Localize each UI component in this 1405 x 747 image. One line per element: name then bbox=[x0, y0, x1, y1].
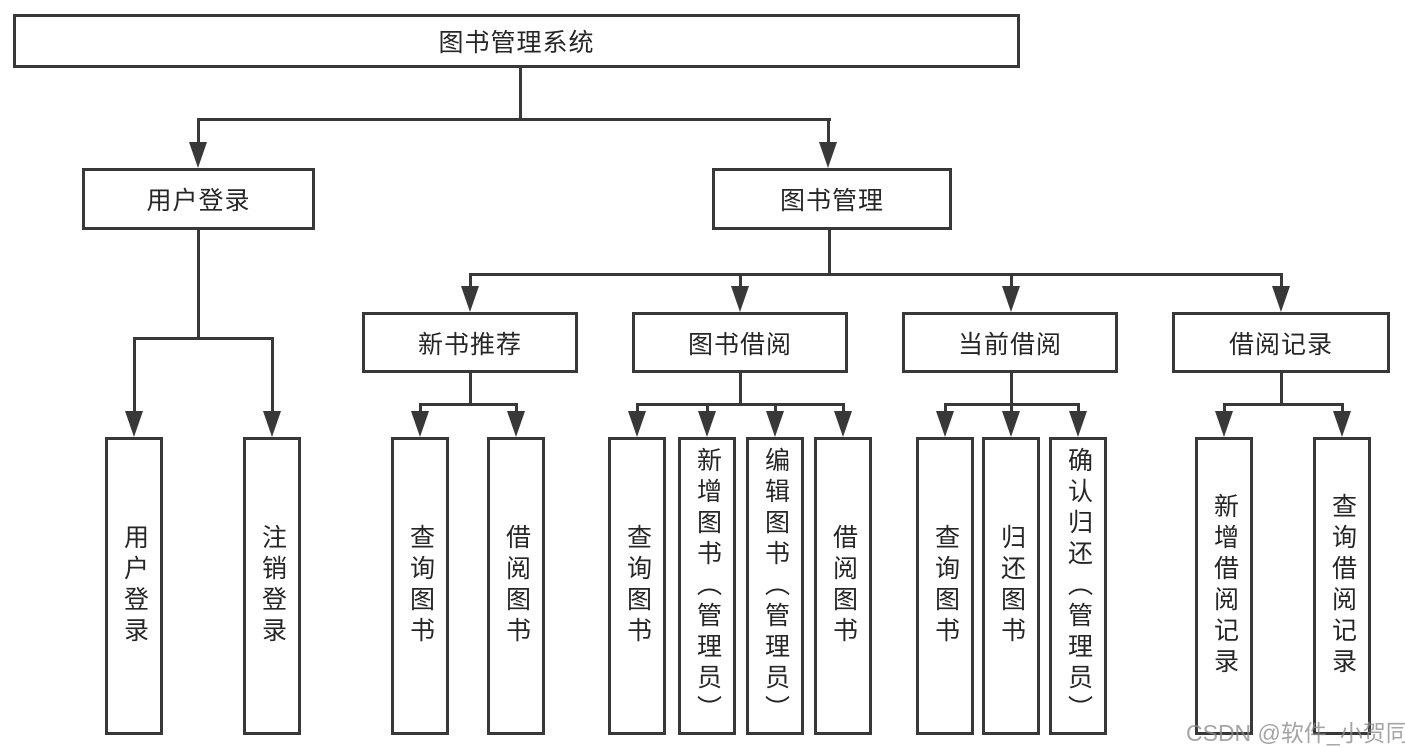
node-new-book-recommend-label: 新书推荐 bbox=[417, 330, 522, 359]
arrowhead-nbr-query bbox=[411, 411, 429, 437]
connector-nbr-rail bbox=[419, 403, 518, 406]
connector-cb-rail bbox=[944, 403, 1080, 406]
leaf-logout-label: 注销登录 bbox=[258, 524, 287, 648]
connector-br-rail bbox=[1223, 403, 1344, 406]
connector-cb-confirm-drop bbox=[1077, 406, 1080, 411]
leaf-bb-edit-book: 编辑图书（管理员） bbox=[746, 437, 804, 735]
arrowhead-br-add bbox=[1215, 411, 1233, 437]
arrowhead-book-borrow bbox=[731, 286, 749, 312]
node-user-login: 用户登录 bbox=[82, 168, 315, 230]
connector-user-login-stem bbox=[197, 230, 200, 340]
arrowhead-bb-query bbox=[628, 411, 646, 437]
connector-bb-query-drop bbox=[636, 406, 639, 411]
arrowhead-book-management bbox=[819, 142, 837, 168]
leaf-br-add-record: 新增借阅记录 bbox=[1195, 437, 1253, 735]
arrowhead-leaf-user-login bbox=[125, 411, 143, 437]
connector-book-management-stem bbox=[828, 230, 831, 276]
node-borrow-record-label: 借阅记录 bbox=[1228, 330, 1333, 359]
node-user-login-label: 用户登录 bbox=[146, 187, 251, 215]
node-book-management: 图书管理 bbox=[712, 168, 952, 230]
arrowhead-cb-confirm bbox=[1069, 411, 1087, 437]
node-book-management-label: 图书管理 bbox=[779, 187, 884, 215]
leaf-cb-return-book: 归还图书 bbox=[982, 437, 1040, 735]
leaf-logout: 注销登录 bbox=[243, 437, 301, 735]
leaf-cb-confirm-return-label: 确认归还（管理员） bbox=[1064, 446, 1093, 726]
leaf-nbr-borrow-book-label: 借阅图书 bbox=[502, 524, 531, 648]
leaf-cb-query-book-label: 查询图书 bbox=[931, 524, 960, 648]
node-book-borrow-label: 图书借阅 bbox=[687, 330, 792, 359]
leaf-nbr-query-book: 查询图书 bbox=[391, 437, 449, 735]
leaf-bb-add-book: 新增图书（管理员） bbox=[678, 437, 736, 735]
node-book-borrow: 图书借阅 bbox=[632, 312, 848, 373]
connector-br-query-drop bbox=[1341, 406, 1344, 411]
leaf-bb-edit-book-label: 编辑图书（管理员） bbox=[761, 446, 790, 726]
connector-br-add-drop bbox=[1223, 406, 1226, 411]
arrowhead-user-login bbox=[189, 142, 207, 168]
leaf-bb-borrow-book: 借阅图书 bbox=[814, 437, 872, 735]
connector-bb-borrow-drop bbox=[842, 406, 845, 411]
leaf-nbr-borrow-book: 借阅图书 bbox=[487, 437, 545, 735]
connector-user-login-rail bbox=[133, 337, 274, 340]
arrowhead-new-book-recommend bbox=[461, 286, 479, 312]
connector-level3-rail bbox=[469, 273, 1283, 276]
leaf-bb-query-book-label: 查询图书 bbox=[623, 524, 652, 648]
connector-leaf-logout-drop bbox=[271, 340, 274, 411]
arrowhead-bb-borrow bbox=[834, 411, 852, 437]
connector-new-book-recommend-stem bbox=[469, 373, 472, 406]
connector-current-borrow-stem bbox=[1010, 373, 1013, 406]
arrowhead-current-borrow bbox=[1002, 286, 1020, 312]
connector-level2-rail bbox=[197, 118, 831, 121]
connector-root-stem bbox=[519, 68, 522, 121]
connector-nbr-query-drop bbox=[419, 406, 422, 411]
connector-bb-rail bbox=[636, 403, 845, 406]
arrowhead-cb-return bbox=[1002, 411, 1020, 437]
arrowhead-br-query bbox=[1333, 411, 1351, 437]
node-root: 图书管理系统 bbox=[13, 14, 1020, 68]
node-borrow-record: 借阅记录 bbox=[1172, 312, 1390, 373]
leaf-nbr-query-book-label: 查询图书 bbox=[406, 524, 435, 648]
connector-cb-return-drop bbox=[1010, 406, 1013, 411]
connector-leaf-user-login-drop bbox=[133, 340, 136, 411]
leaf-cb-confirm-return: 确认归还（管理员） bbox=[1049, 437, 1107, 735]
node-root-label: 图书管理系统 bbox=[438, 29, 595, 57]
connector-book-management-drop bbox=[827, 121, 830, 142]
node-current-borrow: 当前借阅 bbox=[902, 312, 1118, 373]
connector-book-borrow-drop bbox=[739, 276, 742, 286]
leaf-bb-query-book: 查询图书 bbox=[608, 437, 666, 735]
arrowhead-nbr-borrow bbox=[507, 411, 525, 437]
connector-new-book-recommend-drop bbox=[469, 276, 472, 286]
node-current-borrow-label: 当前借阅 bbox=[957, 330, 1062, 359]
leaf-cb-query-book: 查询图书 bbox=[916, 437, 974, 735]
arrowhead-cb-query bbox=[936, 411, 954, 437]
connector-bb-edit-drop bbox=[774, 406, 777, 411]
connector-book-borrow-stem bbox=[739, 373, 742, 406]
leaf-cb-return-book-label: 归还图书 bbox=[997, 524, 1026, 648]
leaf-br-query-record-label: 查询借阅记录 bbox=[1328, 493, 1357, 679]
connector-cb-query-drop bbox=[944, 406, 947, 411]
leaf-user-login: 用户登录 bbox=[105, 437, 163, 735]
connector-nbr-borrow-drop bbox=[515, 406, 518, 411]
arrowhead-bb-edit bbox=[766, 411, 784, 437]
leaf-user-login-label: 用户登录 bbox=[120, 524, 149, 648]
arrowhead-borrow-record bbox=[1272, 286, 1290, 312]
connector-user-login-drop bbox=[197, 121, 200, 142]
node-new-book-recommend: 新书推荐 bbox=[362, 312, 578, 373]
leaf-bb-add-book-label: 新增图书（管理员） bbox=[693, 446, 722, 726]
leaf-br-add-record-label: 新增借阅记录 bbox=[1210, 493, 1239, 679]
csdn-watermark: CSDN @软件_小贺同学 bbox=[1186, 720, 1405, 746]
connector-bb-add-drop bbox=[706, 406, 709, 411]
arrowhead-bb-add bbox=[698, 411, 716, 437]
connector-borrow-record-drop bbox=[1280, 276, 1283, 286]
connector-borrow-record-stem bbox=[1280, 373, 1283, 406]
leaf-bb-borrow-book-label: 借阅图书 bbox=[829, 524, 858, 648]
leaf-br-query-record: 查询借阅记录 bbox=[1313, 437, 1371, 735]
arrowhead-leaf-logout bbox=[263, 411, 281, 437]
connector-current-borrow-drop bbox=[1010, 276, 1013, 286]
